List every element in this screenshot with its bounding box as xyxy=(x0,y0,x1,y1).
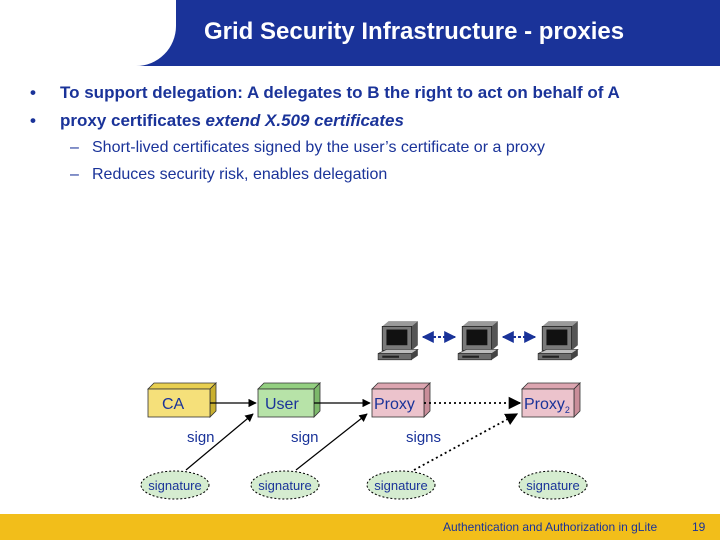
bullet-text-normal: proxy certificates xyxy=(60,111,206,130)
cert-box-ca: CA xyxy=(147,382,217,418)
bullet-list: • To support delegation: A delegates to … xyxy=(30,82,700,186)
sub-bullet-text: Reduces security risk, enables delegatio… xyxy=(92,166,388,183)
signature-oval: signature xyxy=(250,470,320,500)
signature-label: signature xyxy=(258,478,311,493)
sign-label: sign xyxy=(187,429,215,446)
footer-text: Authentication and Authorization in gLit… xyxy=(443,520,658,534)
computer-icon xyxy=(537,320,579,361)
footer-bar: Authentication and Authorization in gLit… xyxy=(0,514,720,540)
bullet-text-italic: extend X.509 certificates xyxy=(205,111,404,130)
box-label-main: Proxy xyxy=(524,396,565,413)
sub-bullet-short-lived: – Short-lived certificates signed by the… xyxy=(30,137,700,159)
box-label: Proxy2 xyxy=(524,396,570,415)
sub-bullet-marker: – xyxy=(70,166,79,183)
cert-box-user: User xyxy=(257,382,321,418)
computer-icon xyxy=(377,320,419,361)
box-label: User xyxy=(265,396,299,413)
signature-oval: signature xyxy=(366,470,436,500)
signature-label: signature xyxy=(148,478,201,493)
box-label: Proxy xyxy=(374,396,415,413)
sign-label: signs xyxy=(406,429,441,446)
signature-oval: signature xyxy=(140,470,210,500)
header-bar: Grid Security Infrastructure - proxies xyxy=(0,0,720,66)
arrow-signature-user xyxy=(185,413,254,471)
signature-label: signature xyxy=(374,478,427,493)
signature-label: signature xyxy=(526,478,579,493)
computer-icon xyxy=(457,320,499,361)
signature-oval: signature xyxy=(518,470,588,500)
sign-label: sign xyxy=(291,429,319,446)
bullet-delegation: • To support delegation: A delegates to … xyxy=(30,82,700,104)
box-label-subscript: 2 xyxy=(565,405,570,415)
cert-box-proxy-2: Proxy2 xyxy=(521,382,581,418)
sub-bullet-reduces-risk: – Reduces security risk, enables delegat… xyxy=(30,164,700,186)
bullet-marker: • xyxy=(30,83,36,102)
slide-title: Grid Security Infrastructure - proxies xyxy=(204,18,625,45)
box-label: CA xyxy=(162,396,185,413)
bullet-proxy-certificates: • proxy certificates extend X.509 certif… xyxy=(30,110,700,132)
arrow-signature-proxy xyxy=(295,413,368,471)
cert-box-proxy: Proxy xyxy=(371,382,431,418)
sub-bullet-marker: – xyxy=(70,139,79,156)
header-logo-area xyxy=(0,0,176,66)
page-number: 19 xyxy=(692,520,706,534)
bullet-text: To support delegation: A delegates to B … xyxy=(60,83,620,102)
bullet-marker: • xyxy=(30,111,36,130)
sub-bullet-text: Short-lived certificates signed by the u… xyxy=(92,139,545,156)
